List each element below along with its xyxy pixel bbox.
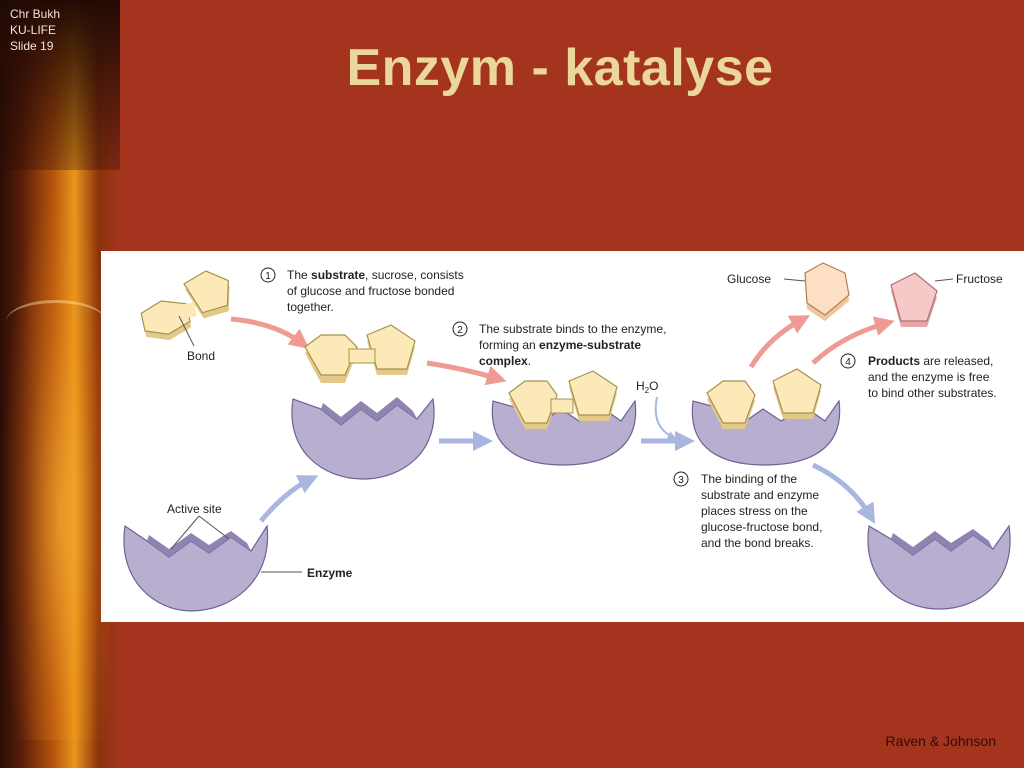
step-2-line-2: forming an enzyme-substrate (479, 338, 641, 352)
free-enzyme (123, 524, 269, 612)
substrate-stage-2 (304, 324, 416, 383)
step-1-line-1: The substrate, sucrose, consists (287, 268, 464, 282)
step-2-line-1: The substrate binds to the enzyme, (479, 322, 666, 336)
enzyme-catalysis-diagram: Bond 1 The substrate, sucrose, consists … (123, 262, 1011, 612)
fructose-pointer (934, 278, 954, 282)
step-4-number: 4 (845, 357, 851, 368)
step-4: 4 Products are released, and the enzyme … (840, 353, 997, 400)
institution: KU-LIFE (10, 23, 57, 37)
enzyme-label: Enzyme (307, 566, 353, 580)
step-1-line-3: together. (287, 300, 334, 314)
arrow-to-complex (426, 360, 507, 386)
arrow-release-fructose (811, 316, 895, 365)
glucose-pointer (783, 278, 806, 282)
step-1-line-2: of glucose and fructose bonded (287, 284, 454, 298)
arrow-substrate-approach (230, 316, 310, 349)
slide-number: Slide 19 (10, 39, 54, 53)
source-credit: Raven & Johnson (885, 733, 996, 749)
step-4-line-1: Products are released, (868, 354, 993, 368)
step-3-line-1: The binding of the (701, 472, 797, 486)
step-4-line-2: and the enzyme is free (868, 370, 990, 384)
active-site-pointer-2 (198, 515, 230, 540)
released-fructose (890, 272, 938, 327)
enzyme-substrate-complex (491, 370, 637, 466)
released-glucose (804, 262, 850, 321)
step-3-line-2: substrate and enzyme (701, 488, 819, 502)
freed-enzyme (867, 524, 1011, 610)
arrow-release-glucose (748, 315, 811, 369)
step-3-line-3: places stress on the (701, 504, 808, 518)
author: Chr Bukh (10, 7, 61, 21)
step-3-number: 3 (678, 475, 684, 486)
enzyme-stage-2 (291, 397, 435, 480)
step-2-number: 2 (457, 325, 463, 336)
step-2: 2 The substrate binds to the enzyme, for… (452, 321, 666, 368)
slide-info: Chr Bukh KU-LIFE Slide 19 (10, 6, 60, 54)
step-1-number: 1 (265, 271, 271, 282)
arrow-enzyme-approach (259, 475, 319, 523)
step-3-line-5: and the bond breaks. (701, 536, 814, 550)
arrow-enzyme-freed (811, 462, 876, 524)
slide-title: Enzym - katalyse (346, 39, 774, 97)
bond-pointer (178, 315, 195, 347)
glucose-label: Glucose (727, 272, 771, 286)
step-2-line-3: complex. (479, 354, 531, 368)
decorative-side-shade (0, 0, 120, 170)
step-3-line-4: glucose-fructose bond, (701, 520, 822, 534)
diagram-panel: Bond 1 The substrate, sucrose, consists … (101, 251, 1024, 622)
enzyme-bond-broken (691, 368, 841, 466)
step-3: 3 The binding of the substrate and enzym… (673, 471, 822, 550)
decorative-side-glow (0, 180, 110, 740)
water-label: H2O (636, 379, 658, 395)
water-arrow (654, 396, 676, 439)
active-site-pointer-1 (170, 515, 200, 550)
decorative-glass-rim (6, 300, 106, 343)
free-substrate (140, 270, 230, 341)
active-site-label: Active site (167, 502, 222, 516)
step-1: 1 The substrate, sucrose, consists of gl… (260, 267, 464, 314)
step-4-line-3: to bind other substrates. (868, 386, 997, 400)
fructose-label: Fructose (956, 272, 1003, 286)
bond-label: Bond (187, 349, 215, 363)
